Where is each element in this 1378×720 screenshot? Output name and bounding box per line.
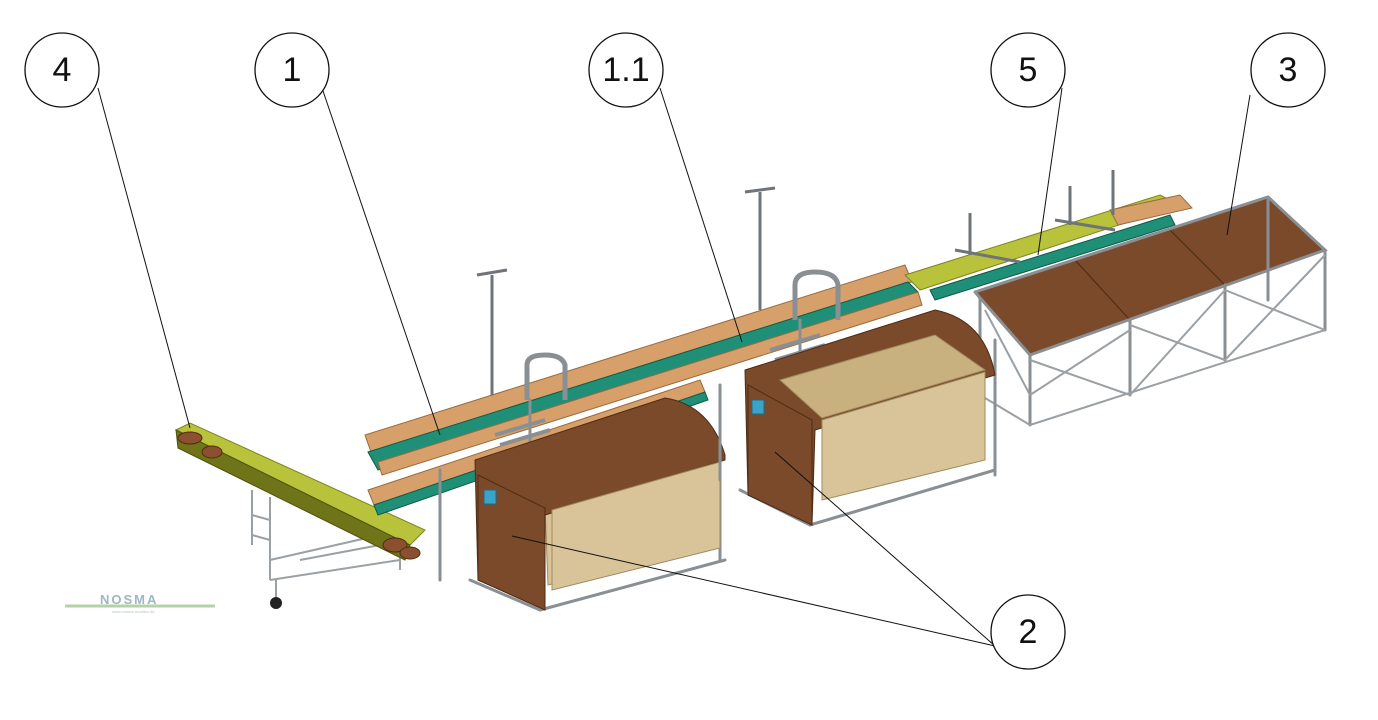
callout-label: 2 [1019,613,1038,651]
callout-label: 5 [1019,51,1038,89]
callout-1-1: 1.1 [588,32,664,108]
nosma-logo: NOSMA www.nosma-moellen.de [65,592,215,614]
bin-station-right [718,269,997,527]
caster-wheel [270,597,282,609]
callout-2: 2 [990,594,1066,670]
callout-4: 4 [24,32,100,108]
main-conveyor [364,194,1193,516]
callout-label: 1 [283,51,302,89]
leader-line-2a [511,535,996,647]
bin-station-left [438,352,727,612]
callout-label: 4 [53,51,72,89]
callout-label: 1.1 [602,51,649,89]
callout-1: 1 [254,32,330,108]
upright-posts [476,170,1116,395]
logo-brand: NOSMA [100,592,158,607]
callout-3: 3 [1250,32,1326,108]
logo-tagline: www.nosma-moellen.de [112,609,155,614]
callout-label: 3 [1279,51,1298,89]
sensor-box [751,399,765,415]
incline-conveyor [174,422,426,609]
leader-line-1-1 [659,87,743,343]
sensor-box [483,489,497,505]
leader-line-4 [97,87,191,429]
leader-line-2b [774,451,996,647]
sorting-table [973,195,1328,427]
leader-lines [97,87,1251,647]
leader-line-5 [1037,87,1063,256]
leader-line-1 [321,87,441,436]
callout-5: 5 [990,32,1066,108]
leader-line-3 [1226,94,1251,236]
